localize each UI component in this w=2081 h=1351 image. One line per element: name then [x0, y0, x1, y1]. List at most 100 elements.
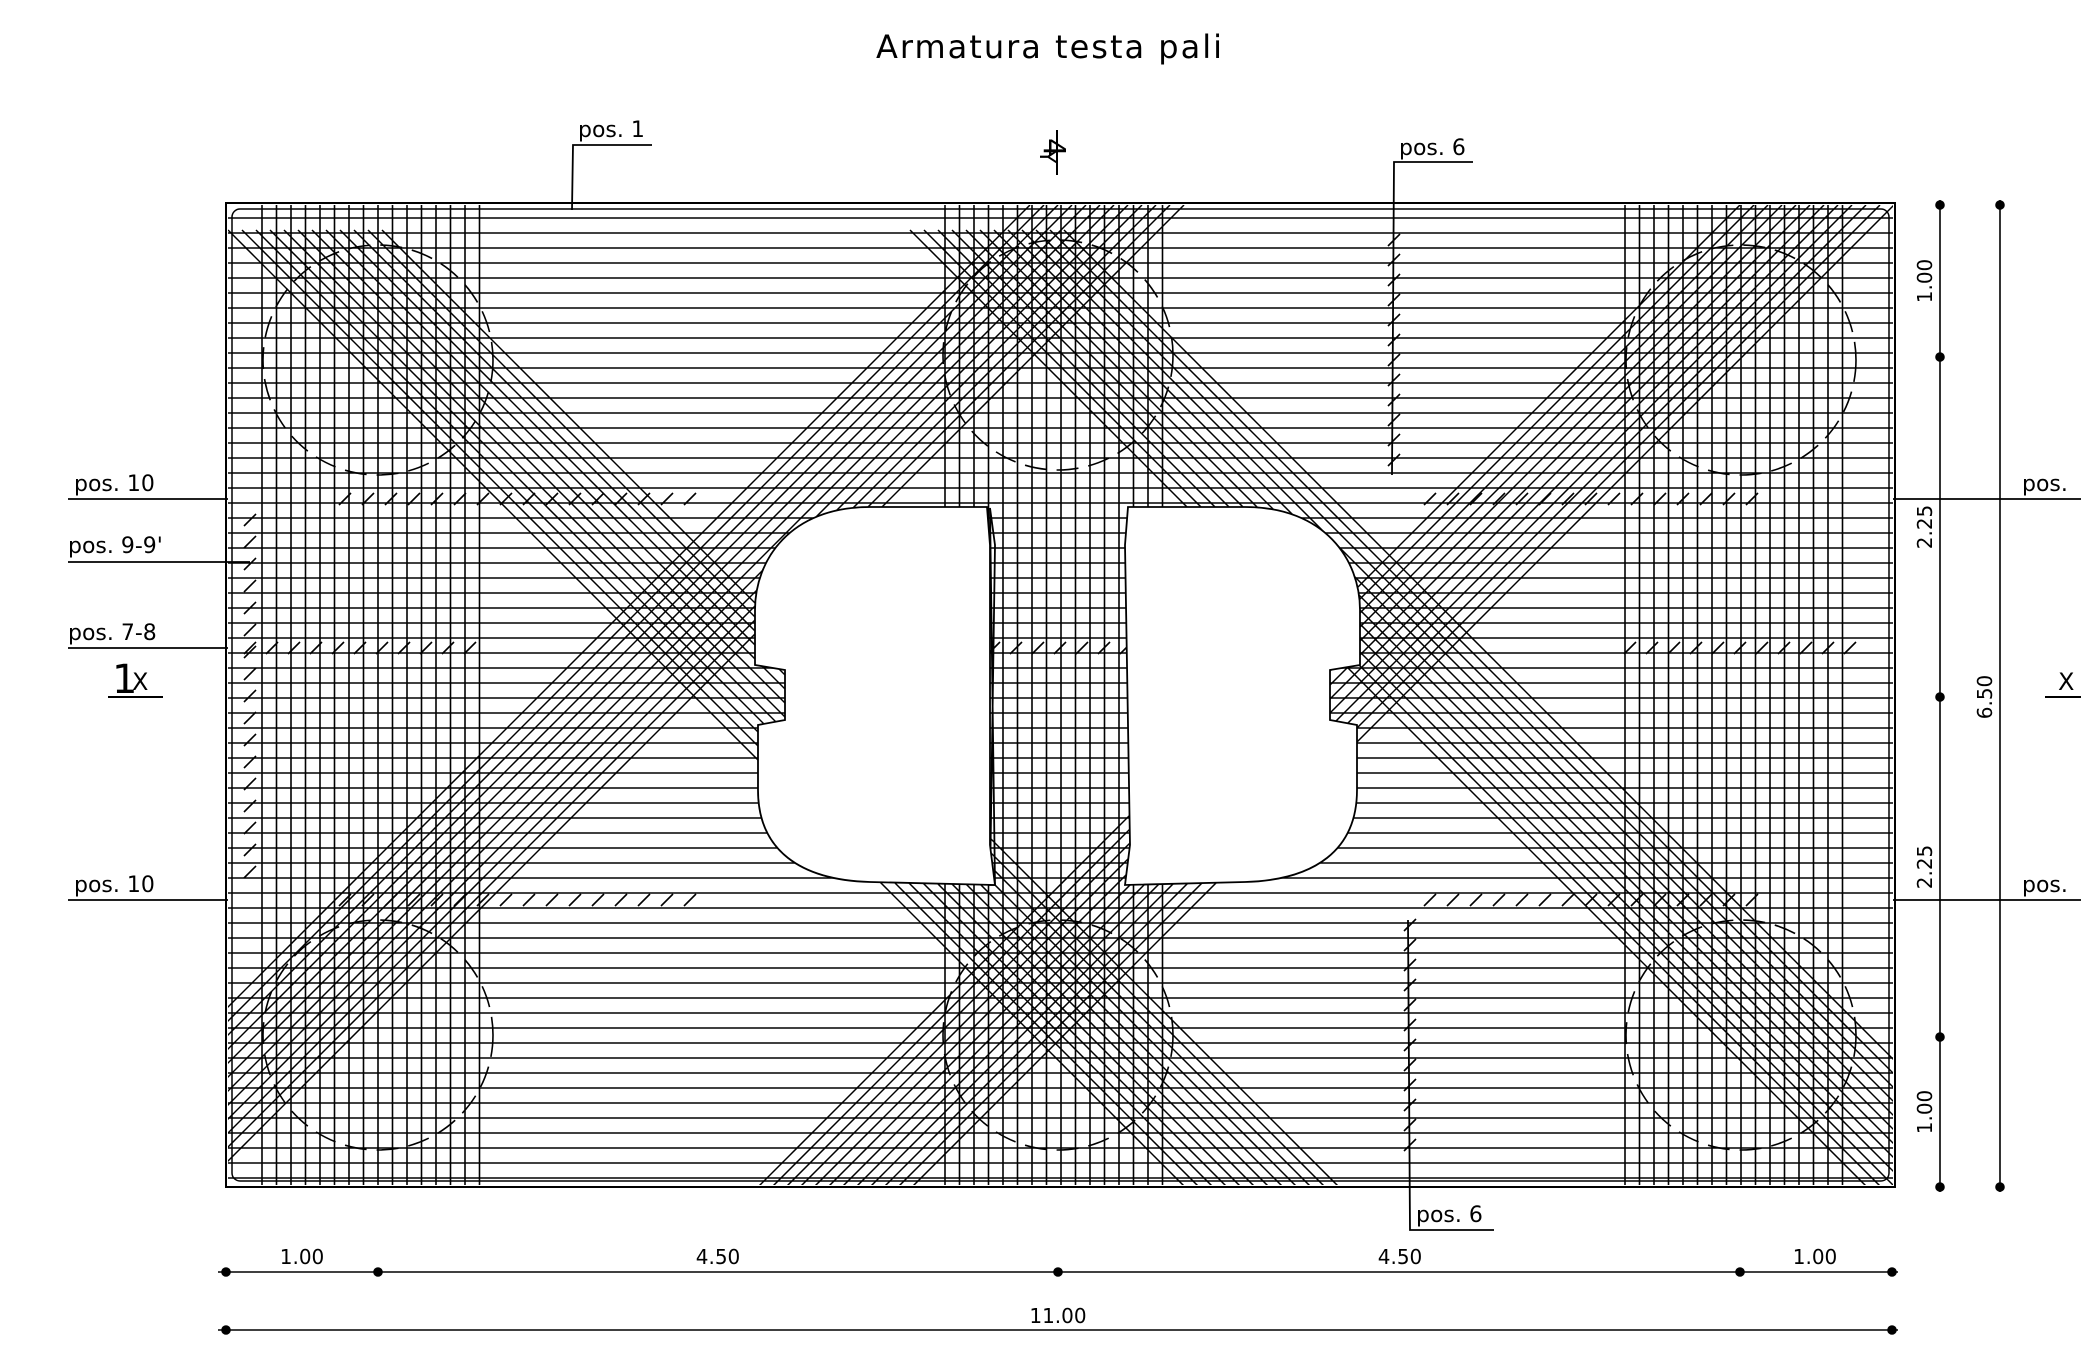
- tick-mark: [375, 641, 389, 655]
- tick-mark: [243, 755, 257, 769]
- tick-mark: [1492, 893, 1506, 907]
- tick-mark: [1075, 641, 1089, 655]
- bottom-dimension-labels: 1.00 4.50 4.50 1.00 11.00: [280, 1245, 1838, 1328]
- tick-mark: [1667, 641, 1681, 655]
- tick-mark: [637, 492, 651, 506]
- tick-mark: [353, 641, 367, 655]
- tick-mark: [243, 623, 257, 637]
- tick-mark: [243, 733, 257, 747]
- tick-mark: [243, 821, 257, 835]
- tick-mark: [499, 492, 513, 506]
- diagonal-bar: [965, 229, 1893, 1159]
- dim-right-3: 2.25: [1913, 845, 1937, 890]
- callout-pos-6-bottom: pos. 6: [1416, 1203, 1483, 1228]
- tick-mark: [683, 893, 697, 907]
- tick-mark: [1676, 492, 1690, 506]
- tick-mark: [1403, 1018, 1417, 1032]
- tick-mark: [243, 645, 257, 659]
- tick-mark: [430, 893, 444, 907]
- tick-mark: [1031, 641, 1045, 655]
- tick-mark: [309, 641, 323, 655]
- tick-mark: [243, 777, 257, 791]
- diagonal-bar: [241, 229, 1199, 1185]
- tick-mark: [453, 492, 467, 506]
- tick-mark: [614, 492, 628, 506]
- tick-mark: [1777, 641, 1791, 655]
- tick-mark: [1689, 641, 1703, 655]
- diagonal-bar: [856, 205, 1839, 1185]
- tick-mark: [243, 843, 257, 857]
- tick-mark: [1403, 958, 1417, 972]
- tick-mark: [1387, 373, 1401, 387]
- tick-mark: [1515, 492, 1529, 506]
- diagonal-bar: [1035, 229, 1893, 1089]
- opening-right: [1123, 506, 1361, 886]
- tick-mark: [1745, 492, 1759, 506]
- dim-bottom-4: 1.00: [1793, 1245, 1838, 1269]
- tick-mark: [243, 711, 257, 725]
- tick-mark: [1584, 492, 1598, 506]
- tick-mark: [1403, 918, 1417, 932]
- tick-mark: [1538, 492, 1552, 506]
- tick-mark: [287, 641, 301, 655]
- tick-mark: [660, 492, 674, 506]
- tick-mark: [384, 893, 398, 907]
- tick-mark: [1676, 893, 1690, 907]
- section-mark-left: 1 X: [108, 657, 163, 703]
- tick-mark: [476, 492, 490, 506]
- tick-mark: [338, 893, 352, 907]
- tick-mark: [1053, 641, 1067, 655]
- tick-mark: [361, 492, 375, 506]
- dim-right-total: 6.50: [1973, 675, 1997, 720]
- tick-mark: [1745, 893, 1759, 907]
- diagonal-bar: [228, 205, 1171, 1149]
- diagonal-bar: [228, 205, 1045, 1023]
- tick-mark: [243, 557, 257, 571]
- tick-mark: [1733, 641, 1747, 655]
- tick-mark: [243, 641, 257, 655]
- tick-mark: [1607, 893, 1621, 907]
- callout-pos-10-left-bottom: pos. 10: [74, 873, 155, 898]
- diagonal-bar: [898, 205, 1881, 1185]
- diagonal-bar: [979, 229, 1893, 1145]
- dim-right-1: 1.00: [1913, 259, 1937, 304]
- tick-mark: [243, 799, 257, 813]
- tick-mark: [568, 492, 582, 506]
- tick-mark: [243, 579, 257, 593]
- tick-mark: [1515, 893, 1529, 907]
- tick-mark: [568, 893, 582, 907]
- opening-left: [754, 506, 997, 886]
- tick-mark: [1607, 492, 1621, 506]
- tick-mark: [1403, 1058, 1417, 1072]
- section-mark-top: 4 Y: [1034, 130, 1071, 175]
- dim-bottom-3: 4.50: [1378, 1245, 1423, 1269]
- diagonal-bar: [228, 205, 1143, 1121]
- diagonal-bar: [228, 205, 1031, 1009]
- tick-mark: [1387, 433, 1401, 447]
- tick-mark: [419, 641, 433, 655]
- tick-mark: [1403, 938, 1417, 952]
- diagonal-bar: [951, 229, 1893, 1173]
- tick-mark: [1387, 353, 1401, 367]
- diagonal-bar: [912, 205, 1893, 1185]
- tick-mark: [1821, 641, 1835, 655]
- central-openings: [754, 506, 1361, 886]
- tick-mark: [499, 893, 513, 907]
- svg-text:4: 4: [1036, 138, 1071, 157]
- tick-mark: [243, 513, 257, 527]
- callout-pos-1: pos. 1: [578, 118, 645, 143]
- tick-mark: [1561, 893, 1575, 907]
- tick-mark: [1799, 641, 1813, 655]
- svg-text:X: X: [2058, 668, 2074, 696]
- drawing-title: Armatura testa pali: [876, 28, 1224, 66]
- tick-mark: [407, 893, 421, 907]
- svg-text:1: 1: [112, 657, 137, 703]
- tick-mark: [407, 492, 421, 506]
- tick-mark: [463, 641, 477, 655]
- tick-mark: [545, 893, 559, 907]
- diagonal-bar: [228, 205, 1087, 1065]
- tick-mark: [1653, 492, 1667, 506]
- tick-mark: [243, 689, 257, 703]
- tick-mark: [1722, 893, 1736, 907]
- pile-circle-top-right: [1625, 244, 1857, 476]
